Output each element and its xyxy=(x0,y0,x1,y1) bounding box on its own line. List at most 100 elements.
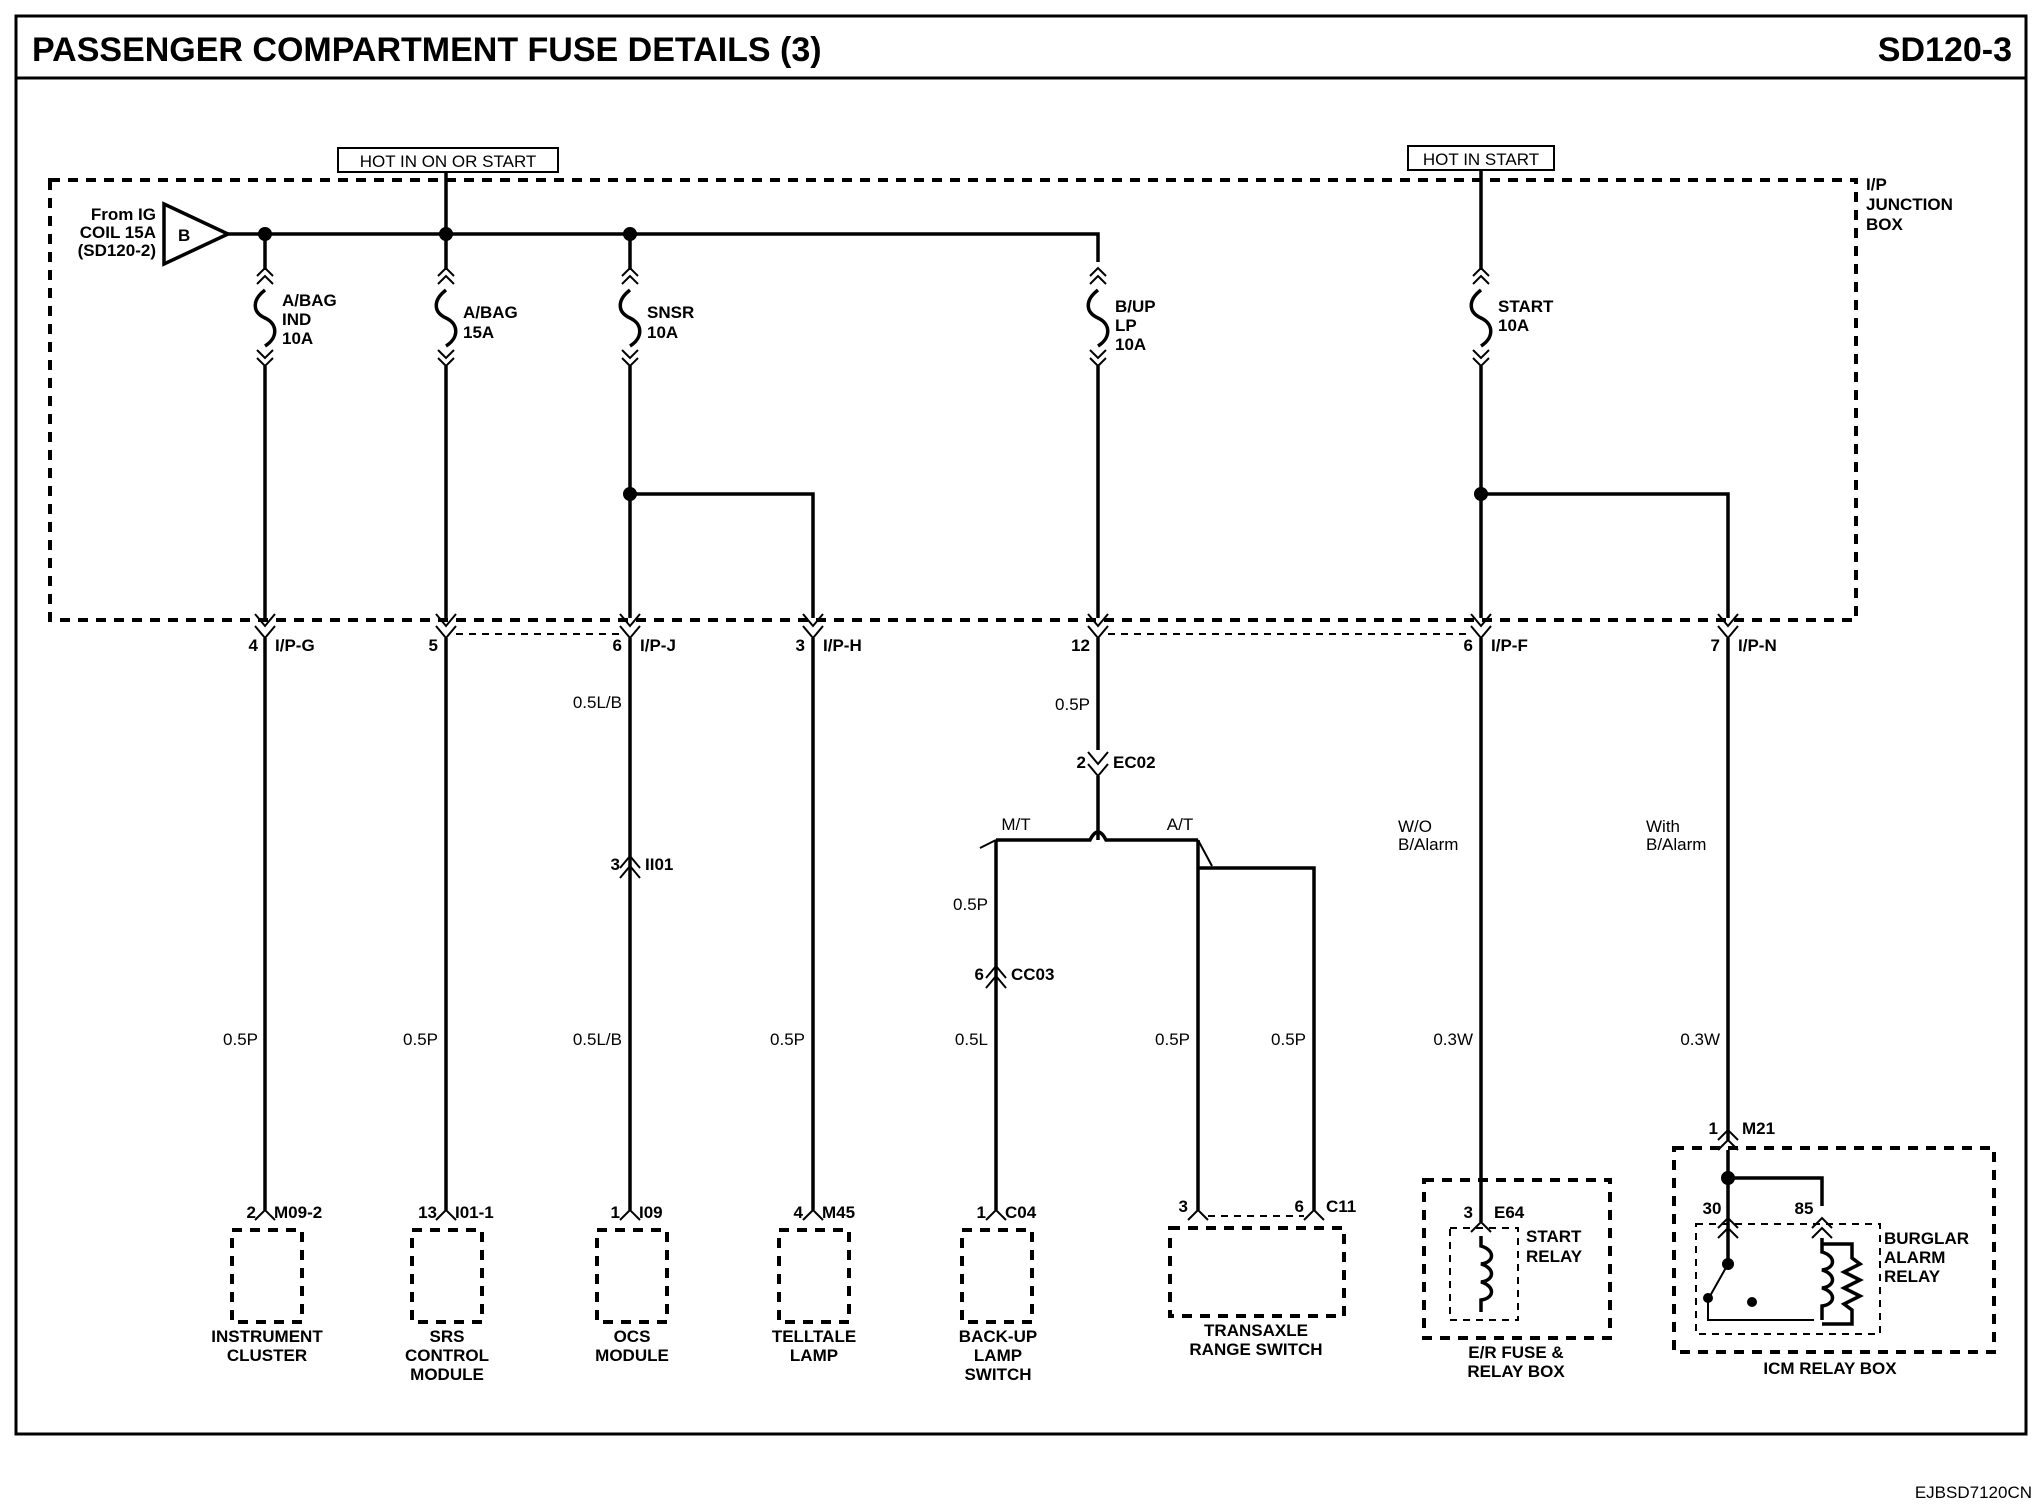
instrument-cluster-label-2: CLUSTER xyxy=(227,1346,307,1365)
svg-text:6: 6 xyxy=(613,636,622,655)
source-label-2: COIL 15A xyxy=(80,223,156,242)
snsr-branch-node xyxy=(623,487,637,501)
backup-switch-box xyxy=(960,1228,1034,1324)
wire-label-icm: 0.3W xyxy=(1680,1030,1720,1049)
branch-label-mt: M/T xyxy=(1001,815,1030,834)
source-label-1: From IG xyxy=(91,205,156,224)
er-box-label-1: E/R FUSE & xyxy=(1468,1343,1563,1362)
connector-ip-12: 12 xyxy=(1071,613,1109,655)
svg-text:I/P-G: I/P-G xyxy=(275,636,315,655)
start-relay-label-2: RELAY xyxy=(1526,1247,1583,1266)
relay-coil-burglar-icon xyxy=(1820,1238,1835,1320)
fuse-abag: A/BAG 15A xyxy=(434,234,518,368)
wo-alarm-1: W/O xyxy=(1398,817,1432,836)
page-frame xyxy=(14,14,2028,1436)
connector-ip-n: 7 I/P-N xyxy=(1711,613,1777,655)
drawing-id: EJBSD7120CN xyxy=(1915,1483,2032,1502)
svg-text:I/P-F: I/P-F xyxy=(1491,636,1528,655)
fuse-icon xyxy=(253,288,277,348)
relay-resistor-icon xyxy=(1822,1242,1864,1326)
source-label-3: (SD120-2) xyxy=(78,241,156,260)
srs-module-box xyxy=(410,1228,484,1324)
hot-in-start-box xyxy=(1407,145,1555,171)
wire-label-bup-top: 0.5P xyxy=(1055,695,1090,714)
wire-label-backup: 0.5L xyxy=(955,1030,988,1049)
ocs-label-1: OCS xyxy=(614,1327,651,1346)
burglar-label-1: BURGLAR xyxy=(1884,1229,1969,1248)
telltale-label-1: TELLTALE xyxy=(772,1327,856,1346)
relay-switch-node-3 xyxy=(1703,1293,1713,1303)
svg-text:SNSR: SNSR xyxy=(647,303,694,322)
svg-text:START: START xyxy=(1498,297,1554,316)
connector-c11-pin6-icon xyxy=(1303,1208,1325,1221)
wire-label-trans-1: 0.5P xyxy=(1155,1030,1190,1049)
fuse-icon xyxy=(1086,288,1110,348)
connector-e64-icon xyxy=(1470,1220,1492,1233)
ocs-module-box xyxy=(595,1228,669,1324)
connector-e64: E64 xyxy=(1494,1203,1525,1222)
connector-cc03: CC03 xyxy=(1011,965,1054,984)
ip-junction-box-outline xyxy=(48,178,1858,622)
branch-label-at: A/T xyxy=(1167,815,1193,834)
connector-ec02-pin: 2 xyxy=(1077,753,1086,772)
connector-ii01: II01 xyxy=(645,855,673,874)
svg-text:10A: 10A xyxy=(282,329,313,348)
connector-ec02: EC02 xyxy=(1113,753,1156,772)
connector-i01-1-pin: 13 xyxy=(418,1203,437,1222)
page-title: PASSENGER COMPARTMENT FUSE DETAILS (3) xyxy=(32,31,822,69)
hot-on-or-start-box xyxy=(337,147,559,173)
wire-icm-85 xyxy=(1728,1176,1824,1206)
start-relay-label-1: START xyxy=(1526,1227,1582,1246)
wire-label-er: 0.3W xyxy=(1433,1030,1473,1049)
telltale-lamp-box xyxy=(777,1228,851,1324)
srs-label-1: SRS xyxy=(430,1327,465,1346)
svg-text:5: 5 xyxy=(429,636,438,655)
connector-c04-icon xyxy=(985,1208,1007,1221)
wire-label-ocs-top: 0.5L/B xyxy=(573,693,622,712)
backup-label-1: BACK-UP xyxy=(959,1327,1037,1346)
burglar-label-3: RELAY xyxy=(1884,1267,1941,1286)
connector-m21-pin: 1 xyxy=(1709,1119,1718,1138)
relay-switch-contact-icon xyxy=(1707,1263,1814,1321)
backup-label-2: LAMP xyxy=(974,1346,1022,1365)
source-triangle-icon xyxy=(162,201,233,267)
page-code: SD120-3 xyxy=(1878,31,2012,69)
fuse-icon xyxy=(618,288,642,348)
svg-text:A/BAG: A/BAG xyxy=(463,303,518,322)
svg-text:B/UP: B/UP xyxy=(1115,297,1156,316)
er-box-label-2: RELAY BOX xyxy=(1467,1362,1565,1381)
connector-i09: I09 xyxy=(639,1203,663,1222)
ocs-label-2: MODULE xyxy=(595,1346,669,1365)
wire-snsr-branch xyxy=(630,492,815,618)
icm-box-label: ICM RELAY BOX xyxy=(1763,1359,1897,1378)
relay-coil-icon xyxy=(1479,1236,1494,1312)
fuse-bup-lp: B/UP LP 10A xyxy=(1086,266,1156,368)
trans-label-2: RANGE SWITCH xyxy=(1189,1340,1322,1359)
wire-label-cluster: 0.5P xyxy=(223,1030,258,1049)
burglar-relay-box xyxy=(1695,1223,1881,1335)
connector-ip-g: 4 I/P-G xyxy=(249,613,315,655)
svg-text:I/P-N: I/P-N xyxy=(1738,636,1777,655)
fuse-icon xyxy=(1469,288,1493,348)
wire-start-branch xyxy=(1481,492,1730,618)
connector-cc03-icon xyxy=(985,964,1007,989)
relay-85-terminal-icon xyxy=(1811,1216,1833,1239)
connector-c11-pin3-icon xyxy=(1187,1208,1209,1221)
connector-m09-2: M09-2 xyxy=(274,1203,322,1222)
main-bus xyxy=(228,232,1100,262)
mt-branch-mark xyxy=(979,839,997,849)
start-branch-node xyxy=(1474,487,1488,501)
with-alarm-1: With xyxy=(1646,817,1680,836)
connector-m09-2-pin: 2 xyxy=(247,1203,256,1222)
connector-ii01-icon xyxy=(619,854,641,879)
wire-label-ocs: 0.5L/B xyxy=(573,1030,622,1049)
junction-box-label-3: BOX xyxy=(1866,215,1904,234)
connector-m45-pin: 4 xyxy=(794,1203,804,1222)
svg-text:10A: 10A xyxy=(647,323,678,342)
er-fuse-relay-box xyxy=(1422,1178,1612,1340)
wire-trans-2 xyxy=(1198,866,1316,1210)
transaxle-switch-box xyxy=(1168,1226,1346,1318)
connector-i09-icon xyxy=(619,1208,641,1221)
junction-box-label-1: I/P xyxy=(1866,175,1887,194)
